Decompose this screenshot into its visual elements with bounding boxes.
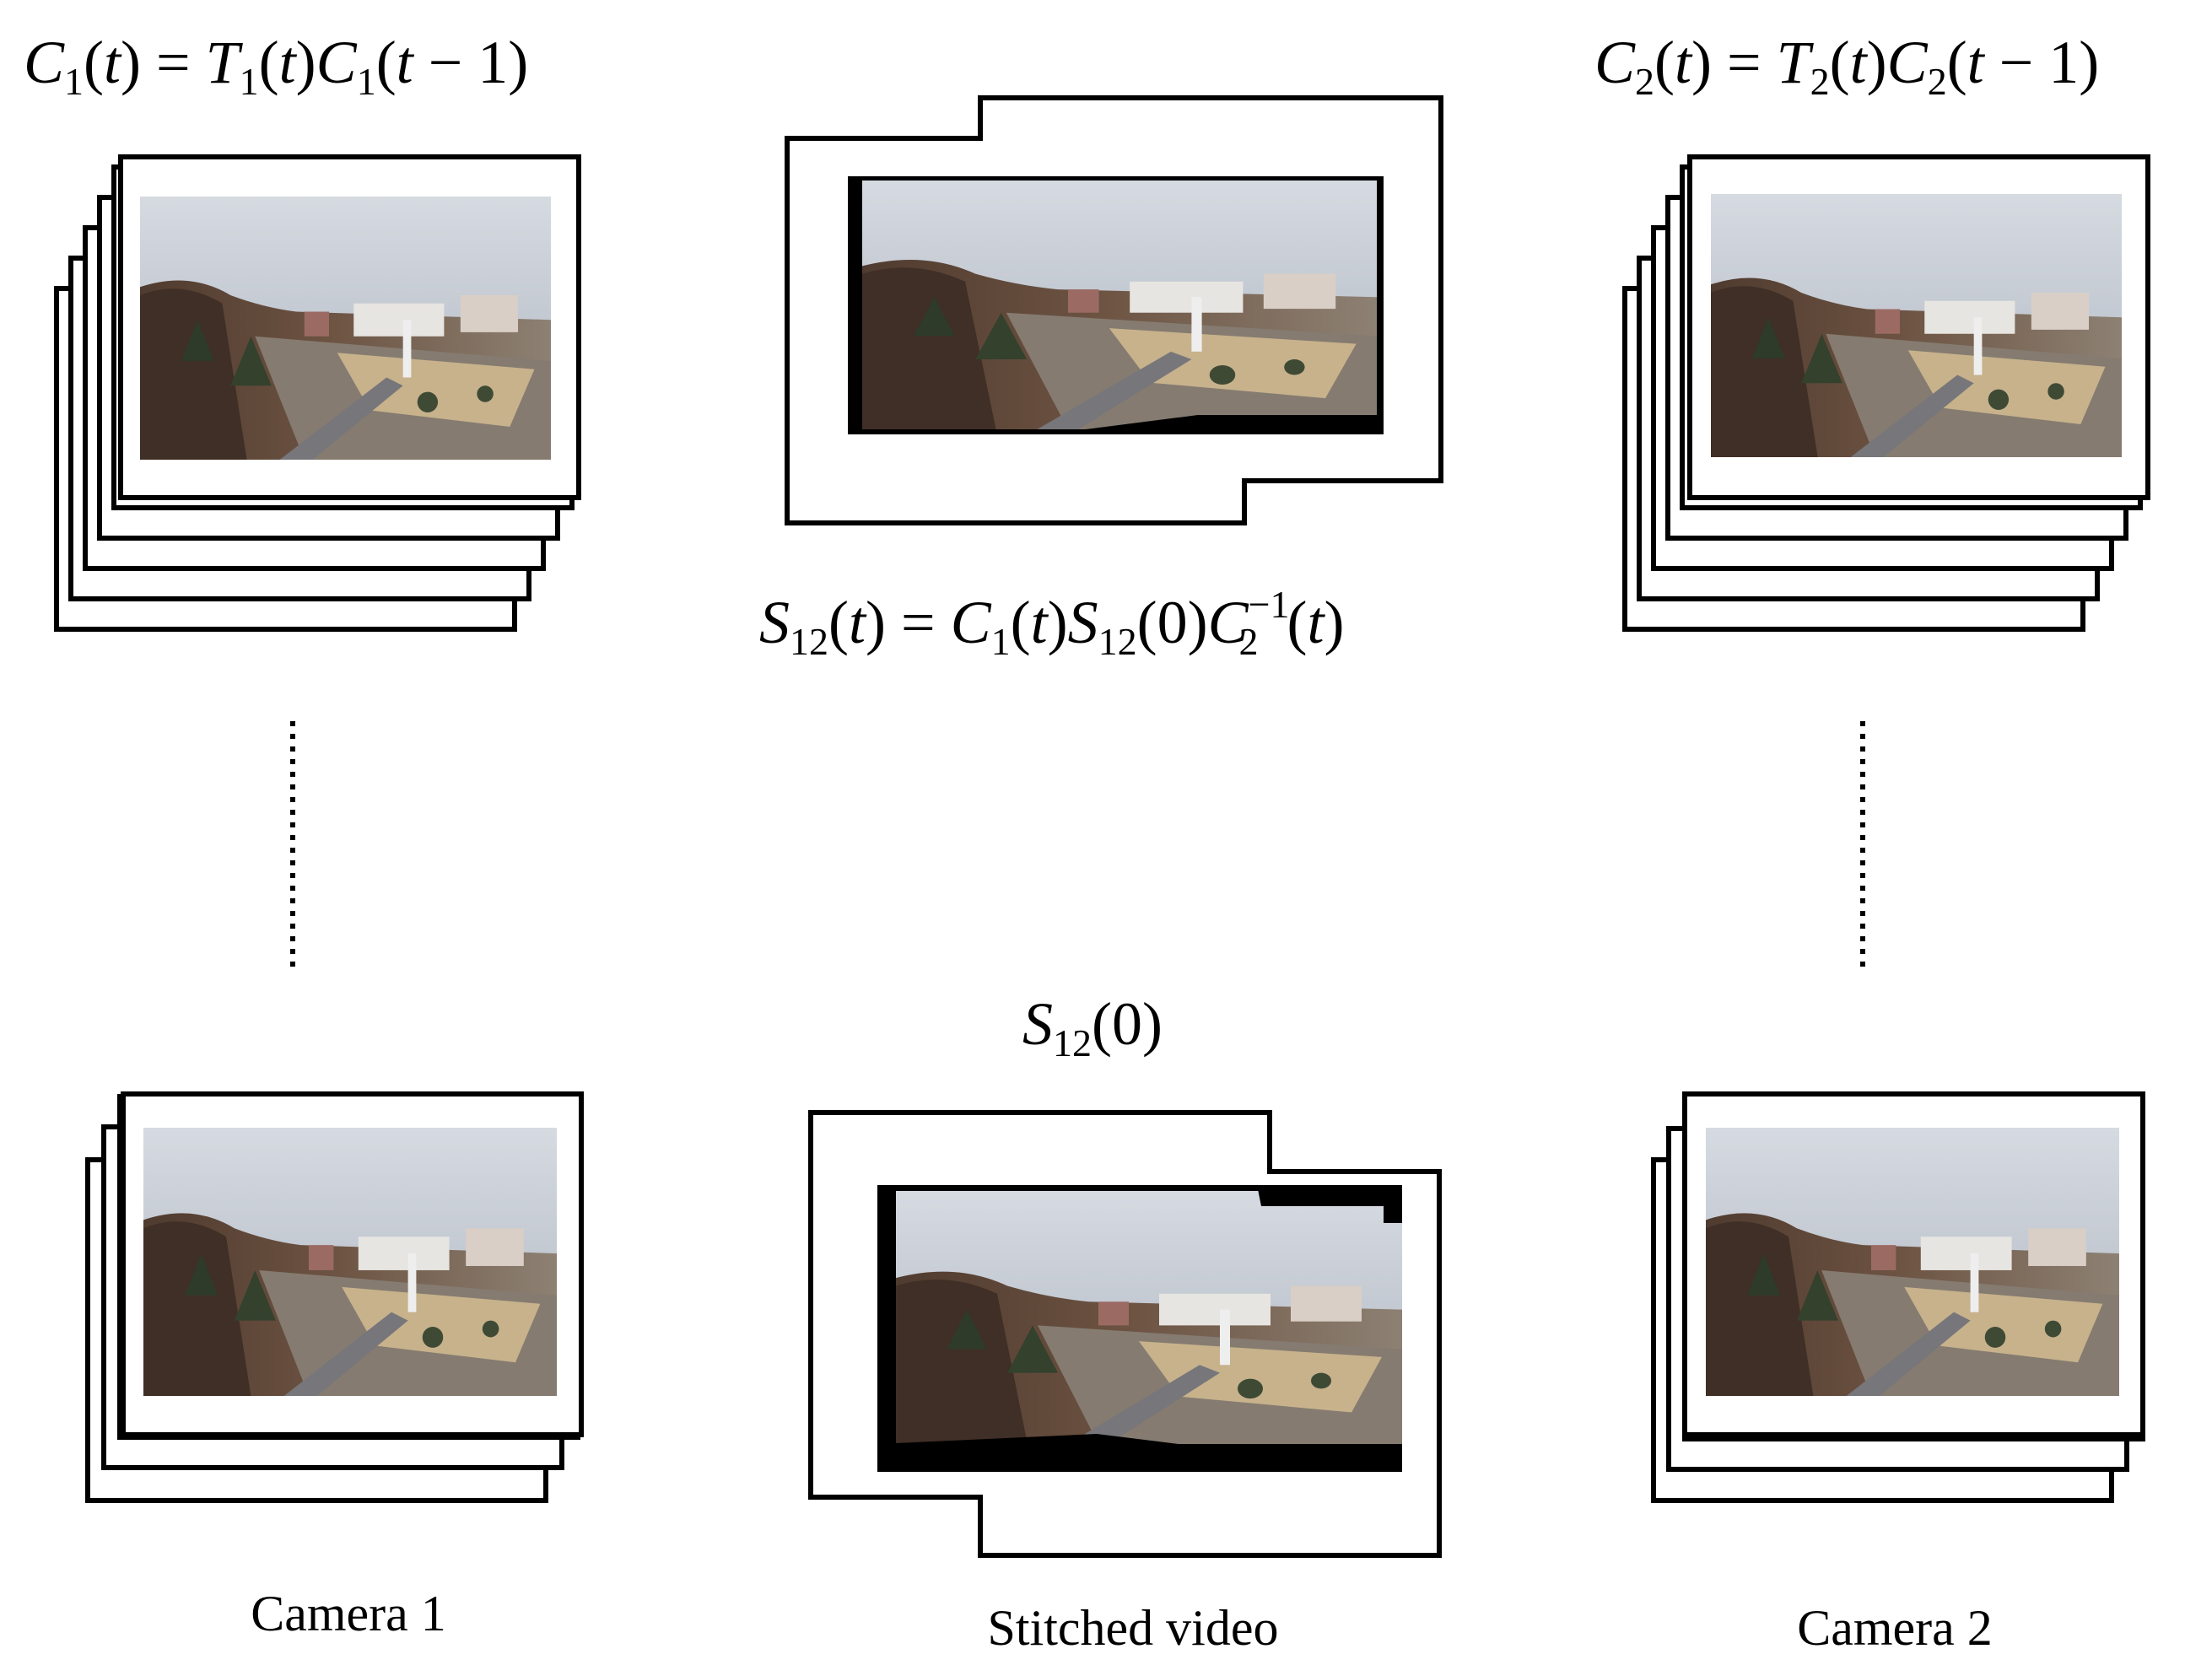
eq-term: C: [1594, 29, 1636, 96]
eq-term: (: [259, 29, 279, 96]
eq-term: ): [1867, 29, 1887, 96]
camera2-caption: Camera 2: [1797, 1600, 1993, 1656]
eq-term: 12: [1098, 620, 1137, 663]
eq-term: C: [316, 29, 358, 96]
stitched-photo: [896, 1191, 1402, 1444]
eq-term: (: [376, 29, 397, 96]
stitched-seam: [877, 1434, 1402, 1472]
eq-term: ) =: [121, 29, 206, 96]
eq-term: 2: [1810, 60, 1830, 103]
eq-term: − 1): [1984, 29, 2100, 96]
stitched-seam: [1046, 415, 1384, 434]
stitched-photo: [862, 181, 1377, 429]
eq-term: t: [849, 589, 867, 656]
camera1-frame-stack-current: [54, 154, 581, 632]
eq-term: (: [1287, 589, 1308, 656]
eq-term: (0): [1092, 990, 1163, 1058]
eq-term: ) =: [866, 589, 951, 656]
eq-term: ): [1048, 589, 1068, 656]
eq-term: T: [206, 29, 244, 96]
stitched-frame-initial: [808, 1110, 1442, 1558]
eq-term: 2: [1928, 60, 1947, 103]
eq-term: 1: [991, 620, 1011, 663]
camera2-motion-equation: C2(t) = T2(t)C2(t − 1): [1594, 29, 2099, 103]
eq-term: 2: [1239, 620, 1259, 663]
eq-term: 1: [64, 60, 84, 103]
eq-term: (: [84, 29, 104, 96]
camera2-initial-photo: [1706, 1128, 2119, 1396]
eq-term: −1: [1249, 583, 1290, 626]
eq-term: C: [1887, 29, 1929, 96]
eq-term: S: [1022, 990, 1053, 1058]
eq-term: C: [951, 589, 992, 656]
eq-term: t: [1967, 29, 1986, 96]
eq-term: 2: [1635, 60, 1654, 103]
eq-term: t: [1850, 29, 1869, 96]
eq-term: S: [759, 589, 790, 656]
eq-term: C: [1208, 589, 1249, 656]
eq-term: (: [1011, 589, 1031, 656]
eq-term: 12: [790, 620, 828, 663]
stitched-caption: Stitched video: [988, 1600, 1279, 1656]
eq-term: ): [296, 29, 316, 96]
eq-term: t: [1031, 589, 1049, 656]
eq-term: ): [1325, 589, 1345, 656]
eq-term: ) =: [1691, 29, 1777, 96]
camera1-frame-stack-initial: [85, 1091, 584, 1503]
eq-term: (: [1654, 29, 1675, 96]
camera2-photo: [1711, 194, 2122, 457]
eq-term: t: [1308, 589, 1326, 656]
stitched-frame-current: [785, 95, 1443, 525]
stitched-corner-mask: [1257, 1185, 1402, 1223]
eq-term: S: [1068, 589, 1098, 656]
camera1-caption: Camera 1: [251, 1586, 446, 1641]
eq-term: t: [104, 29, 122, 96]
camera1-photo: [140, 197, 551, 460]
eq-term: (: [828, 589, 849, 656]
eq-term: − 1): [413, 29, 529, 96]
camera1-motion-equation: C1(t) = T1(t)C1(t − 1): [24, 29, 528, 103]
eq-term: t: [279, 29, 298, 96]
camera1-initial-photo: [143, 1128, 557, 1396]
eq-term: 12: [1053, 1021, 1092, 1064]
eq-term: (: [1830, 29, 1850, 96]
initial-stitch-equation: S12(0): [1022, 990, 1163, 1064]
eq-term: 1: [357, 60, 376, 103]
eq-term: (0): [1137, 589, 1208, 656]
camera2-frame-stack-initial: [1651, 1091, 2145, 1503]
eq-term: T: [1777, 29, 1815, 96]
eq-term: C: [24, 29, 65, 96]
eq-term: (: [1947, 29, 1967, 96]
eq-term: t: [1675, 29, 1693, 96]
eq-term: 1: [240, 60, 259, 103]
camera2-frame-stack-current: [1622, 154, 2150, 632]
eq-term: t: [397, 29, 415, 96]
